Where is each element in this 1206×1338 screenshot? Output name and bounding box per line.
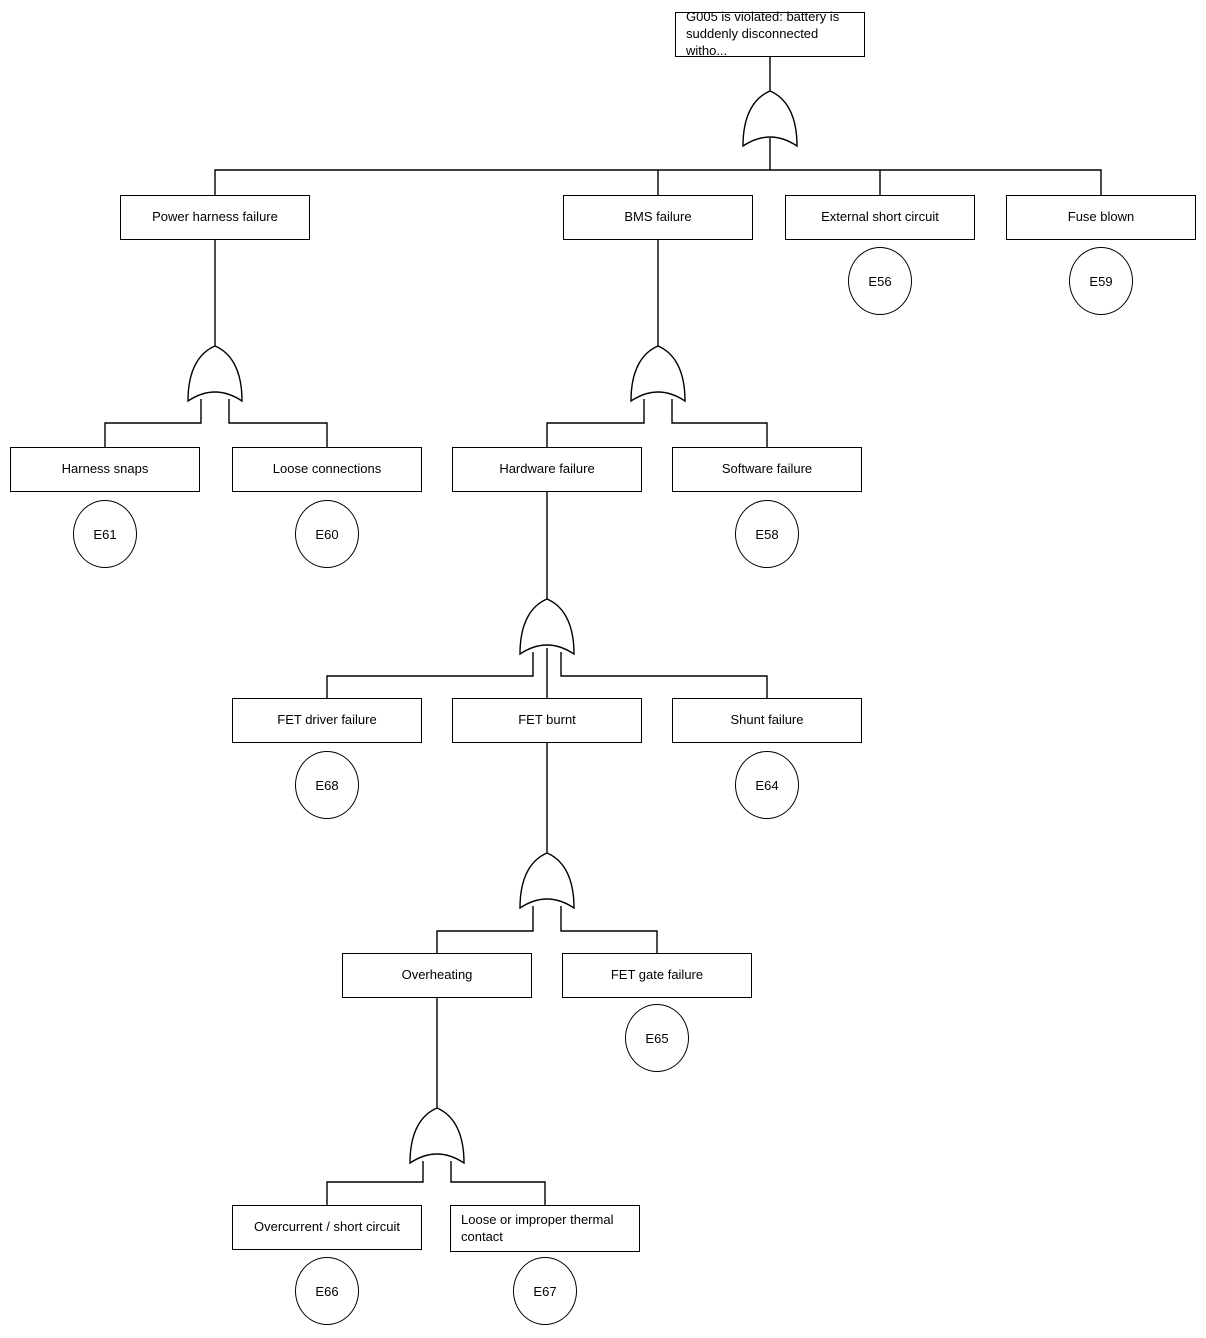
event-id: E59 bbox=[1089, 273, 1113, 289]
node-label: Loose or improper thermal contact bbox=[461, 1211, 614, 1244]
node-root-g005: G005 is violated: battery is suddenly di… bbox=[675, 9, 865, 58]
event-circle-e56: E56 bbox=[848, 247, 912, 315]
or-gate-fet-burnt bbox=[519, 852, 575, 910]
node-fuse-blown: Fuse blown bbox=[1006, 195, 1196, 240]
node-label: G005 is violated: battery is suddenly di… bbox=[686, 9, 840, 58]
event-circle-e67: E67 bbox=[513, 1257, 577, 1325]
event-circle-e68: E68 bbox=[295, 751, 359, 819]
connector-gate5-to-children bbox=[436, 906, 658, 953]
node-label: Hardware failure bbox=[499, 461, 595, 477]
event-circle-e64: E64 bbox=[735, 751, 799, 819]
node-label: Loose connections bbox=[272, 461, 382, 477]
event-circle-e65: E65 bbox=[625, 1004, 689, 1072]
node-label: Harness snaps bbox=[61, 461, 149, 477]
connector-gate6-to-children bbox=[326, 1161, 546, 1205]
node-software-failure: Software failure bbox=[672, 447, 862, 492]
event-id: E56 bbox=[868, 273, 892, 289]
event-circle-e58: E58 bbox=[735, 500, 799, 568]
connector-gate2-to-children bbox=[104, 399, 328, 447]
node-loose-connections: Loose connections bbox=[232, 447, 422, 492]
node-overcurrent-short-circuit: Overcurrent / short circuit bbox=[232, 1205, 422, 1250]
node-power-harness-failure: Power harness failure bbox=[120, 195, 310, 240]
event-id: E58 bbox=[755, 526, 779, 542]
node-hardware-failure: Hardware failure bbox=[452, 447, 642, 492]
node-overheating: Overheating bbox=[342, 953, 532, 998]
node-label: Overheating bbox=[401, 967, 473, 983]
node-fet-burnt: FET burnt bbox=[452, 698, 642, 743]
event-circle-e59: E59 bbox=[1069, 247, 1133, 315]
node-label: FET burnt bbox=[518, 712, 576, 728]
node-loose-improper-thermal-contact: Loose or improper thermal contact bbox=[450, 1205, 640, 1252]
node-label: Shunt failure bbox=[730, 712, 804, 728]
or-gate-overheating bbox=[409, 1107, 465, 1165]
node-fet-driver-failure: FET driver failure bbox=[232, 698, 422, 743]
event-id: E66 bbox=[315, 1283, 339, 1299]
node-harness-snaps: Harness snaps bbox=[10, 447, 200, 492]
or-gate-power-harness bbox=[187, 345, 243, 403]
connector-gate3-to-children bbox=[546, 399, 768, 447]
node-label: FET gate failure bbox=[610, 967, 704, 983]
event-circle-e66: E66 bbox=[295, 1257, 359, 1325]
node-label: Power harness failure bbox=[152, 209, 278, 225]
node-bms-failure: BMS failure bbox=[563, 195, 753, 240]
connector-gate1-to-level1 bbox=[214, 138, 1102, 195]
node-fet-gate-failure: FET gate failure bbox=[562, 953, 752, 998]
node-external-short-circuit: External short circuit bbox=[785, 195, 975, 240]
or-gate-root bbox=[742, 90, 798, 148]
node-label: Fuse blown bbox=[1067, 209, 1135, 225]
node-label: Software failure bbox=[721, 461, 813, 477]
connector-gate4-to-children bbox=[326, 648, 768, 698]
event-id: E65 bbox=[645, 1030, 669, 1046]
event-id: E64 bbox=[755, 777, 779, 793]
node-shunt-failure: Shunt failure bbox=[672, 698, 862, 743]
node-label: BMS failure bbox=[624, 209, 692, 225]
or-gate-hardware bbox=[519, 598, 575, 656]
event-id: E61 bbox=[93, 526, 117, 542]
or-gate-bms bbox=[630, 345, 686, 403]
event-id: E60 bbox=[315, 526, 339, 542]
event-id: E68 bbox=[315, 777, 339, 793]
node-label: Overcurrent / short circuit bbox=[254, 1219, 400, 1235]
node-label: FET driver failure bbox=[277, 712, 377, 728]
event-circle-e61: E61 bbox=[73, 500, 137, 568]
node-label: External short circuit bbox=[821, 209, 939, 225]
event-id: E67 bbox=[533, 1283, 557, 1299]
event-circle-e60: E60 bbox=[295, 500, 359, 568]
